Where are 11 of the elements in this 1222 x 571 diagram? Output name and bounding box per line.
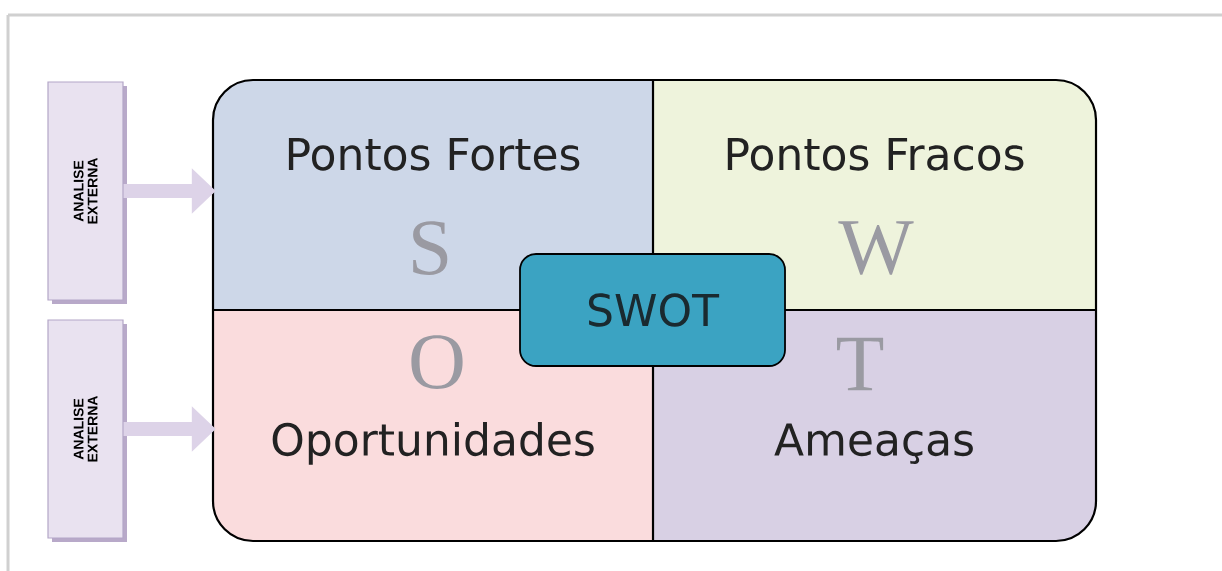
quadrant-label: Oportunidades [272, 422, 594, 465]
quadrant-label: Pontos Fracos [727, 137, 1024, 171]
watermark-letter: S [413, 221, 448, 275]
watermark-letter: T [837, 337, 884, 391]
side-box: ANALISE EXTERNA [47, 81, 127, 304]
center-box: SWOT [519, 253, 786, 367]
watermark-letter: W [838, 221, 914, 275]
watermark-letter: O [411, 335, 463, 389]
quadrant-label: Ameaças [774, 423, 973, 464]
quadrant-label: Pontos Fortes [288, 137, 580, 171]
side-box: ANALISE EXTERNA [47, 319, 127, 542]
